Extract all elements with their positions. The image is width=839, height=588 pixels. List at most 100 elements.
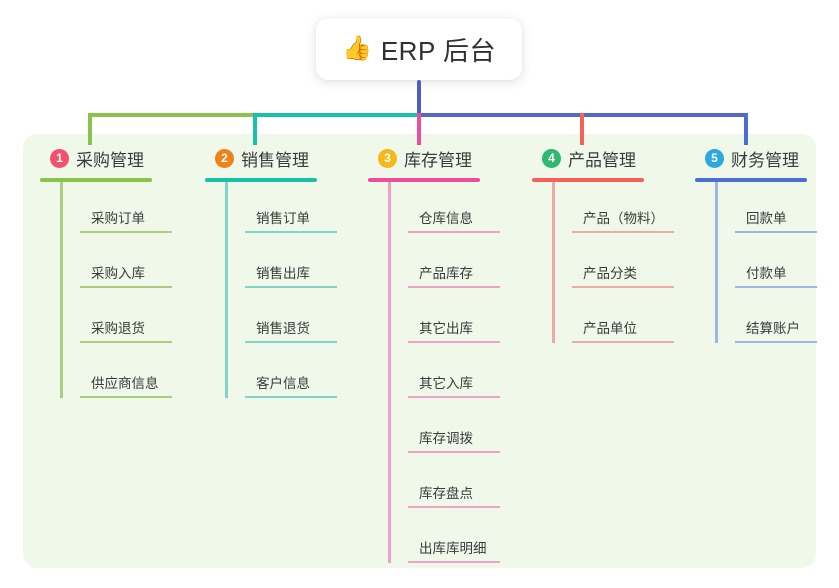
branch-underline-5 [695, 178, 807, 182]
leaf-item[interactable]: 客户信息 [225, 347, 337, 402]
leaf-label: 采购入库 [91, 266, 145, 281]
leaf-rule [80, 396, 172, 398]
leaf-rule [245, 341, 337, 343]
leaf-item[interactable]: 供应商信息 [60, 347, 172, 402]
leaf-label: 付款单 [746, 266, 787, 281]
leaf-rule [80, 341, 172, 343]
leaf-rule [245, 396, 337, 398]
leaf-label: 销售订单 [256, 211, 310, 226]
leaf-list-1: 采购订单采购入库采购退货供应商信息 [40, 182, 172, 402]
leaf-label: 产品单位 [583, 321, 637, 336]
leaf-rule [735, 286, 817, 288]
branch-badge-2: 2 [215, 148, 234, 168]
leaf-item[interactable]: 产品库存 [388, 237, 500, 292]
leaf-rule [408, 231, 500, 233]
leaf-item[interactable]: 付款单 [715, 237, 817, 292]
branch-badge-5: 5 [705, 148, 724, 168]
leaf-rule [245, 286, 337, 288]
leaf-item[interactable]: 销售订单 [225, 182, 337, 237]
leaf-rule [572, 231, 674, 233]
leaf-spine-5 [715, 182, 718, 343]
branch-underline-4 [532, 178, 644, 182]
leaf-rule [408, 561, 500, 563]
branch-title-4: 产品管理 [568, 150, 636, 170]
bus-segment-mid [253, 113, 421, 117]
branch-title-1: 采购管理 [76, 150, 144, 170]
leaf-rule [80, 231, 172, 233]
leaf-item[interactable]: 库存盘点 [388, 457, 500, 512]
leaf-label: 供应商信息 [91, 376, 159, 391]
leaf-item[interactable]: 采购入库 [60, 237, 172, 292]
bus-segment-left [88, 113, 257, 117]
leaf-rule [245, 231, 337, 233]
leaf-rule [408, 341, 500, 343]
leaf-label: 产品（物料） [583, 211, 664, 226]
leaf-item[interactable]: 产品分类 [552, 237, 674, 292]
leaf-label: 仓库信息 [419, 211, 473, 226]
leaf-label: 采购订单 [91, 211, 145, 226]
branch-badge-3: 3 [378, 148, 397, 168]
leaf-item[interactable]: 其它入库 [388, 347, 500, 402]
leaf-item[interactable]: 采购退货 [60, 292, 172, 347]
leaf-rule [80, 286, 172, 288]
leaf-label: 产品分类 [583, 266, 637, 281]
leaf-item[interactable]: 销售出库 [225, 237, 337, 292]
branch-title-5: 财务管理 [731, 150, 799, 170]
drop-connector-5 [744, 113, 748, 145]
branch-underline-1 [40, 178, 152, 182]
leaf-rule [735, 231, 817, 233]
leaf-rule [408, 506, 500, 508]
drop-connector-1 [88, 113, 92, 145]
root-title: ERP 后台 [380, 35, 497, 66]
leaf-label: 销售出库 [256, 266, 310, 281]
leaf-label: 库存调拨 [419, 431, 473, 446]
branch-underline-3 [368, 178, 480, 182]
leaf-spine-2 [225, 182, 228, 398]
leaf-item[interactable]: 产品单位 [552, 292, 674, 347]
leaf-label: 回款单 [746, 211, 787, 226]
branch-badge-4: 4 [542, 148, 561, 168]
leaf-label: 库存盘点 [419, 486, 473, 501]
leaf-item[interactable]: 仓库信息 [388, 182, 500, 237]
leaf-rule [408, 396, 500, 398]
leaf-label: 采购退货 [91, 321, 145, 336]
leaf-item[interactable]: 采购订单 [60, 182, 172, 237]
leaf-list-3: 仓库信息产品库存其它出库其它入库库存调拨库存盘点出库库明细 [368, 182, 500, 567]
leaf-list-2: 销售订单销售出库销售退货客户信息 [205, 182, 337, 402]
leaf-item[interactable]: 出库库明细 [388, 512, 500, 567]
root-node[interactable]: 👍 ERP 后台 [316, 18, 522, 80]
leaf-label: 产品库存 [419, 266, 473, 281]
leaf-item[interactable]: 产品（物料） [552, 182, 674, 237]
drop-connector-4 [580, 113, 584, 145]
branch-header-5[interactable]: 5 财务管理 [695, 145, 807, 171]
drop-connector-3 [417, 113, 421, 145]
leaf-label: 结算账户 [746, 321, 800, 336]
leaf-item[interactable]: 其它出库 [388, 292, 500, 347]
leaf-rule [408, 286, 500, 288]
root-stem [417, 80, 421, 117]
leaf-item[interactable]: 回款单 [715, 182, 817, 237]
branch-underline-2 [205, 178, 317, 182]
branch-panel [23, 134, 816, 568]
leaf-item[interactable]: 库存调拨 [388, 402, 500, 457]
branch-header-4[interactable]: 4 产品管理 [532, 145, 644, 171]
branch-column-3: 3 库存管理仓库信息产品库存其它出库其它入库库存调拨库存盘点出库库明细 [368, 145, 500, 567]
leaf-spine-1 [60, 182, 63, 398]
leaf-rule [572, 341, 674, 343]
leaf-rule [408, 451, 500, 453]
leaf-item[interactable]: 销售退货 [225, 292, 337, 347]
leaf-label: 其它出库 [419, 321, 473, 336]
leaf-spine-4 [552, 182, 555, 343]
leaf-label: 出库库明细 [419, 541, 487, 556]
leaf-list-4: 产品（物料） 产品分类产品单位 [532, 182, 674, 347]
branch-column-5: 5 财务管理回款单付款单结算账户 [695, 145, 817, 347]
branch-header-3[interactable]: 3 库存管理 [368, 145, 480, 171]
leaf-label: 其它入库 [419, 376, 473, 391]
leaf-item[interactable]: 结算账户 [715, 292, 817, 347]
branch-title-3: 库存管理 [404, 150, 472, 170]
